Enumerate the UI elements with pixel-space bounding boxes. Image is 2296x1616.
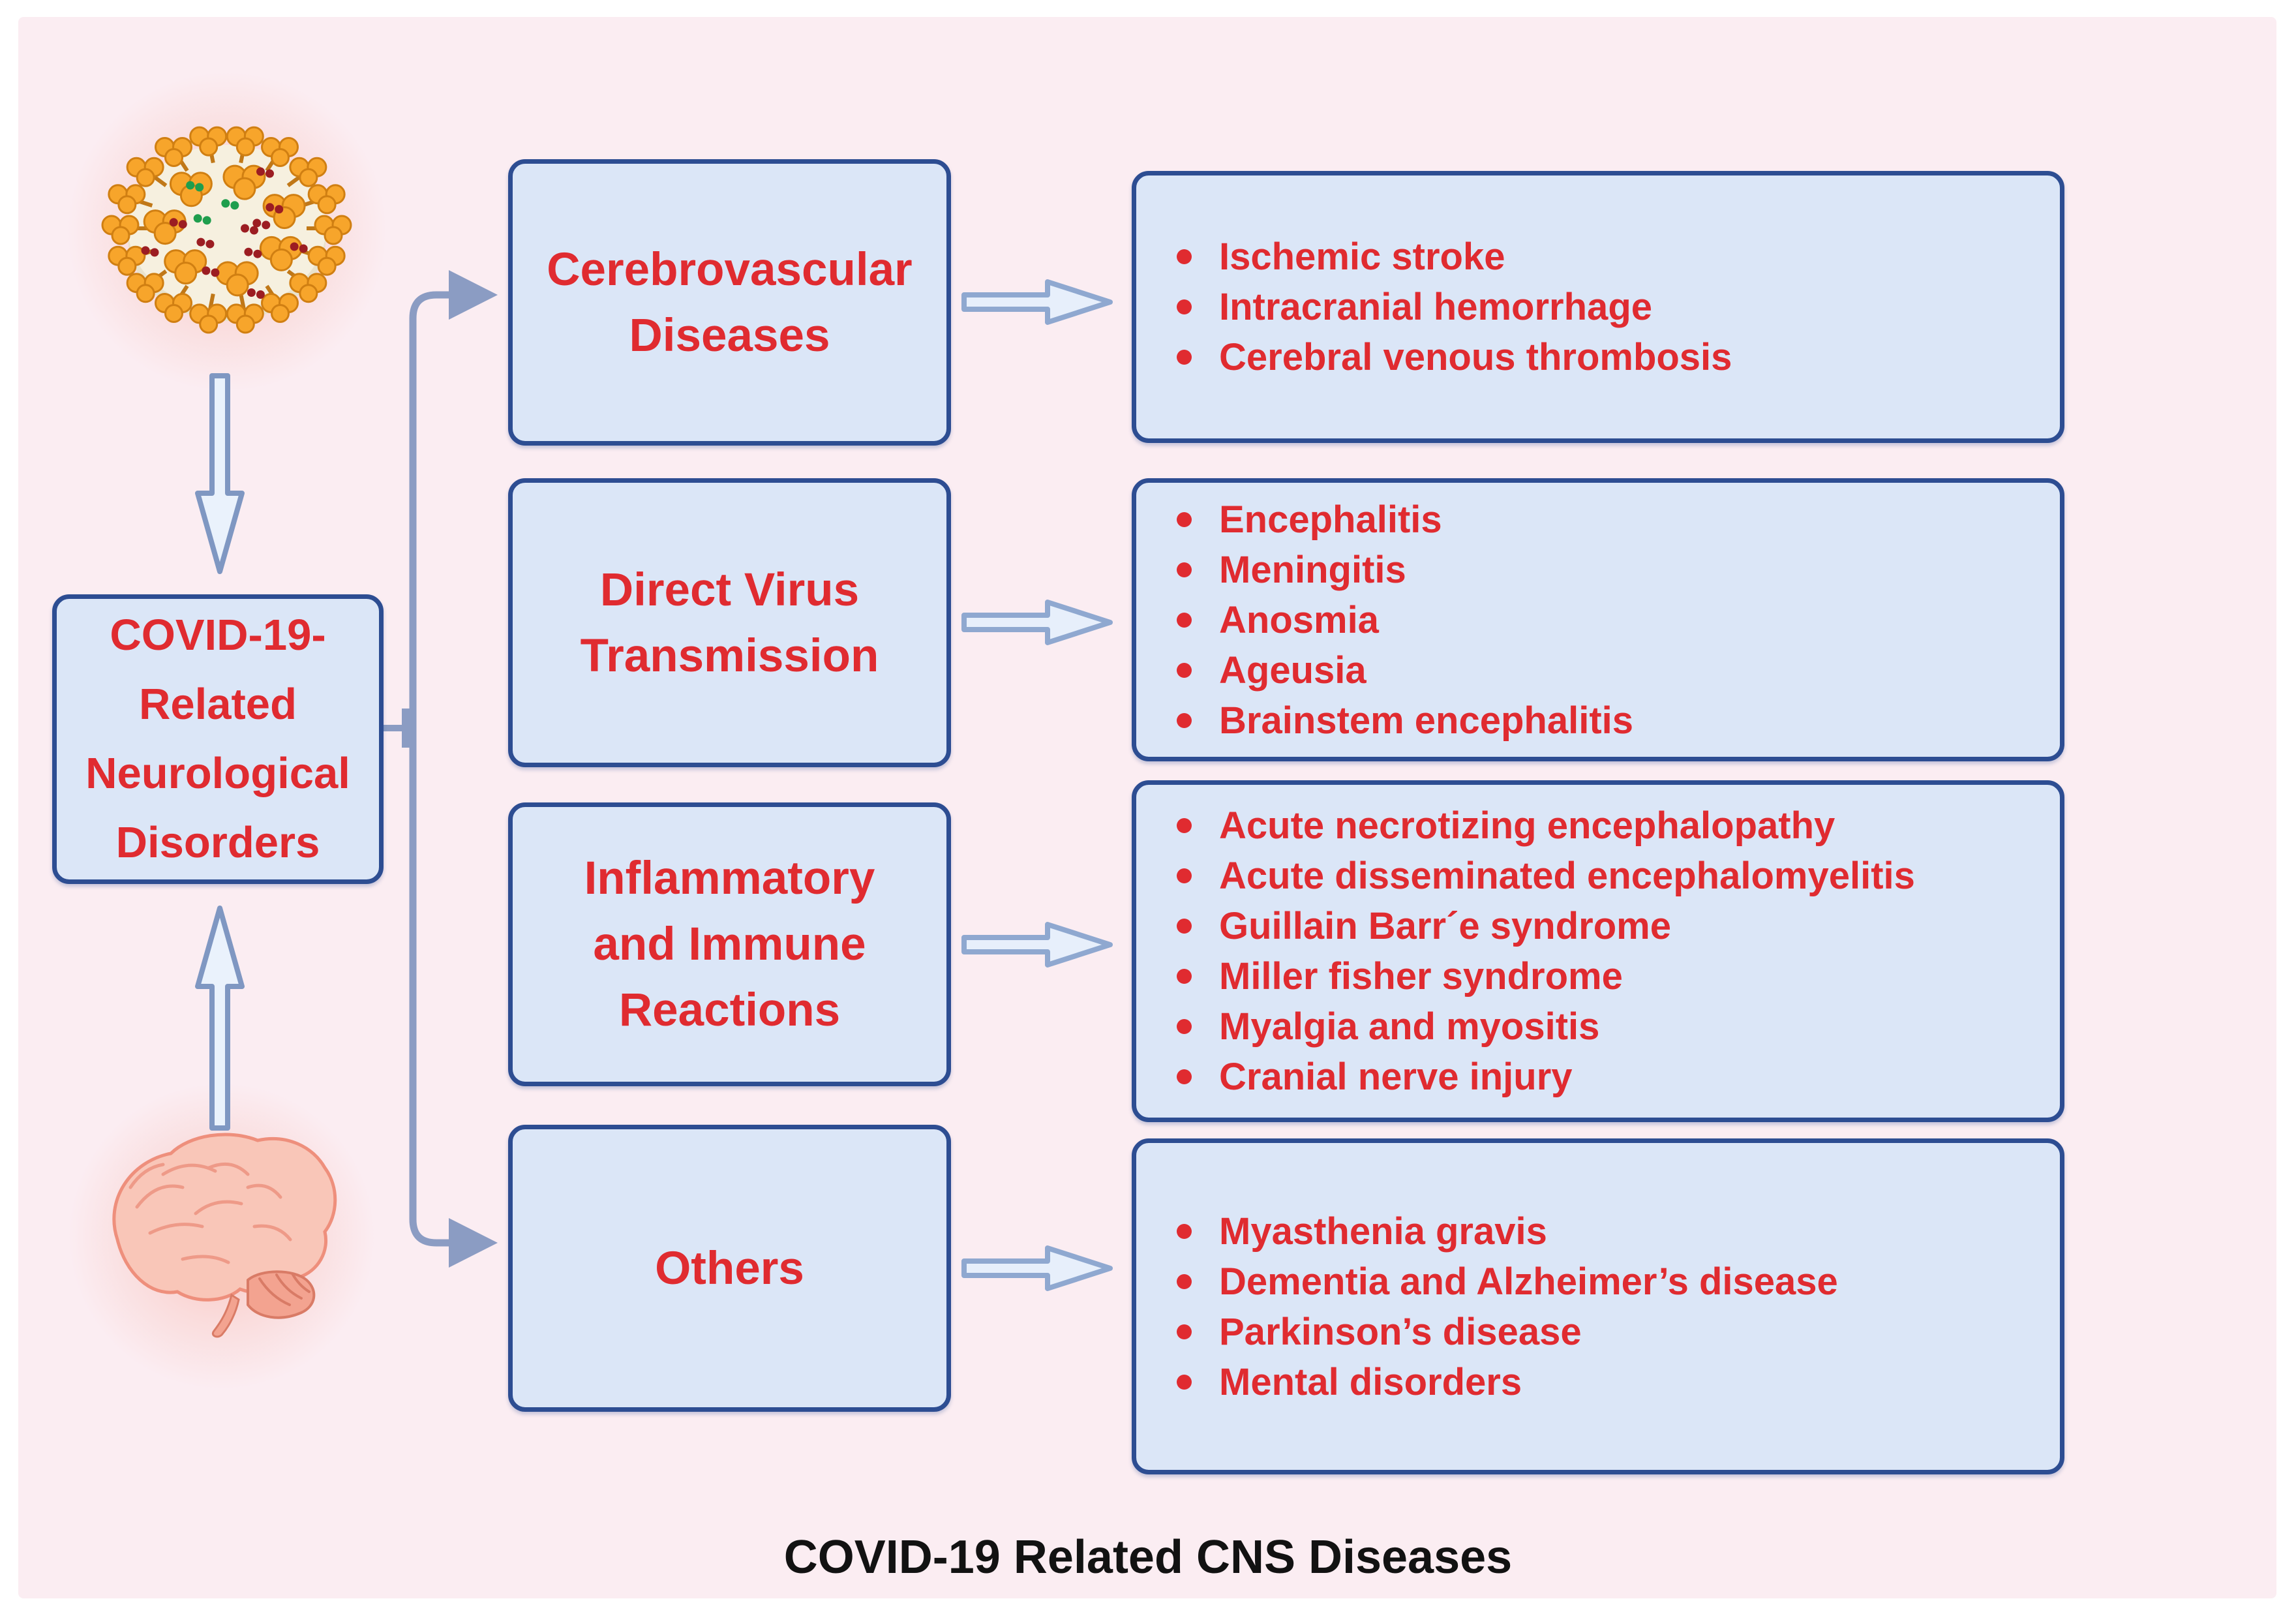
bullet-icon (1177, 350, 1192, 365)
bullet-icon (1177, 1273, 1192, 1289)
category-box-direct-virus-transmission: Direct Virus Transmission (508, 478, 951, 767)
list-item: Encephalitis (1177, 495, 1633, 545)
list-item: Brainstem encephalitis (1177, 695, 1633, 746)
disease-list-box-cerebrovascular: Ischemic stroke Intracranial hemorrhage … (1132, 171, 2064, 443)
list-item-label: Meningitis (1219, 548, 1406, 591)
list-item: Dementia and Alzheimer’s disease (1177, 1257, 1838, 1307)
brain-gyri (128, 1162, 292, 1264)
root-box-covid19-neurological-disorders: COVID-19- Related Neurological Disorders (52, 594, 384, 884)
disease-list-box-direct-virus: Encephalitis Meningitis Anosmia Ageusia … (1132, 478, 2064, 761)
list-item-label: Cranial nerve injury (1219, 1056, 1573, 1098)
bullet-icon (1177, 969, 1192, 984)
list-item-label: Mental disorders (1219, 1360, 1522, 1403)
root-box-label: COVID-19- Related Neurological Disorders (85, 611, 350, 867)
bullet-icon (1177, 562, 1192, 577)
category-box-inflammatory-immune-reactions: Inflammatory and Immune Reactions (508, 802, 951, 1086)
list-item-label: Intracranial hemorrhage (1219, 286, 1652, 328)
list-item-label: Anosmia (1219, 598, 1379, 641)
list-item-label: Encephalitis (1219, 498, 1442, 541)
bullet-icon (1177, 868, 1192, 883)
bracket-arrowhead-bottom-icon (449, 1218, 498, 1268)
flow-arrow-right-icon (961, 600, 1113, 645)
list-item-label: Acute disseminated encephalomyelitis (1219, 855, 1915, 897)
list-item: Intracranial hemorrhage (1177, 282, 1732, 332)
list-item-label: Myalgia and myositis (1219, 1005, 1600, 1048)
list-item-label: Acute necrotizing encephalopathy (1219, 804, 1835, 847)
bullet-icon (1177, 299, 1192, 314)
flow-arrow-right-icon (961, 1245, 1113, 1291)
category-label: Others (655, 1242, 804, 1294)
bullet-icon (1177, 249, 1192, 264)
disease-list: Acute necrotizing encephalopathy Acute d… (1136, 785, 1928, 1118)
list-item: Guillain Barr´e syndrome (1177, 901, 1915, 951)
bracket-arrowhead-top-icon (449, 270, 498, 320)
category-box-others: Others (508, 1125, 951, 1412)
list-item-label: Guillain Barr´e syndrome (1219, 905, 1671, 947)
bullet-icon (1177, 662, 1192, 678)
bullet-icon (1177, 612, 1192, 628)
bullet-icon (1177, 511, 1192, 527)
list-item-label: Miller fisher syndrome (1219, 955, 1623, 998)
list-item-label: Myasthenia gravis (1219, 1210, 1547, 1253)
category-label: Cerebrovascular Diseases (547, 243, 913, 361)
list-item: Parkinson’s disease (1177, 1307, 1838, 1357)
bullet-icon (1177, 818, 1192, 833)
list-item: Acute necrotizing encephalopathy (1177, 800, 1915, 851)
bullet-icon (1177, 712, 1192, 728)
list-item: Cranial nerve injury (1177, 1052, 1915, 1102)
category-label: Inflammatory and Immune Reactions (584, 853, 875, 1036)
bullet-icon (1177, 1223, 1192, 1239)
list-item-label: Brainstem encephalitis (1219, 699, 1633, 742)
connector-bracket (384, 270, 498, 1268)
coronavirus-particle-icon (101, 126, 352, 334)
bullet-icon (1177, 1069, 1192, 1084)
bullet-icon (1177, 1019, 1192, 1034)
list-item: Anosmia (1177, 595, 1633, 645)
root-connector-cap (402, 709, 413, 748)
list-item: Myasthenia gravis (1177, 1206, 1838, 1257)
bullet-icon (1177, 919, 1192, 934)
list-item-label: Dementia and Alzheimer’s disease (1219, 1260, 1838, 1303)
brain-icon (112, 1133, 337, 1338)
category-label: Direct Virus Transmission (580, 564, 879, 682)
list-item-label: Ageusia (1219, 648, 1367, 692)
bullet-icon (1177, 1324, 1192, 1339)
bullet-icon (1177, 1374, 1192, 1390)
category-box-cerebrovascular-diseases: Cerebrovascular Diseases (508, 159, 951, 446)
list-item-label: Ischemic stroke (1219, 236, 1505, 278)
disease-list: Myasthenia gravis Dementia and Alzheimer… (1136, 1143, 1851, 1470)
list-item: Ageusia (1177, 645, 1633, 695)
disease-list: Ischemic stroke Intracranial hemorrhage … (1136, 175, 1745, 438)
arrow-down-icon (195, 373, 245, 574)
list-item: Mental disorders (1177, 1357, 1838, 1407)
figure-title: COVID-19 Related CNS Diseases (783, 1531, 1513, 1583)
list-item-label: Parkinson’s disease (1219, 1310, 1582, 1353)
list-item: Acute disseminated encephalomyelitis (1177, 851, 1915, 901)
flow-arrow-right-icon (961, 922, 1113, 968)
disease-list-box-others: Myasthenia gravis Dementia and Alzheimer… (1132, 1138, 2064, 1474)
list-item: Miller fisher syndrome (1177, 951, 1915, 1001)
list-item: Cerebral venous thrombosis (1177, 332, 1732, 382)
bracket-line (409, 291, 449, 1247)
flow-arrow-right-icon (961, 279, 1113, 325)
list-item-label: Cerebral venous thrombosis (1219, 336, 1732, 378)
list-item: Ischemic stroke (1177, 232, 1732, 282)
disease-list: Encephalitis Meningitis Anosmia Ageusia … (1136, 483, 1646, 757)
disease-list-box-inflammatory-immune: Acute necrotizing encephalopathy Acute d… (1132, 780, 2064, 1122)
list-item: Meningitis (1177, 545, 1633, 595)
list-item: Myalgia and myositis (1177, 1001, 1915, 1052)
arrow-up-icon (195, 906, 245, 1131)
